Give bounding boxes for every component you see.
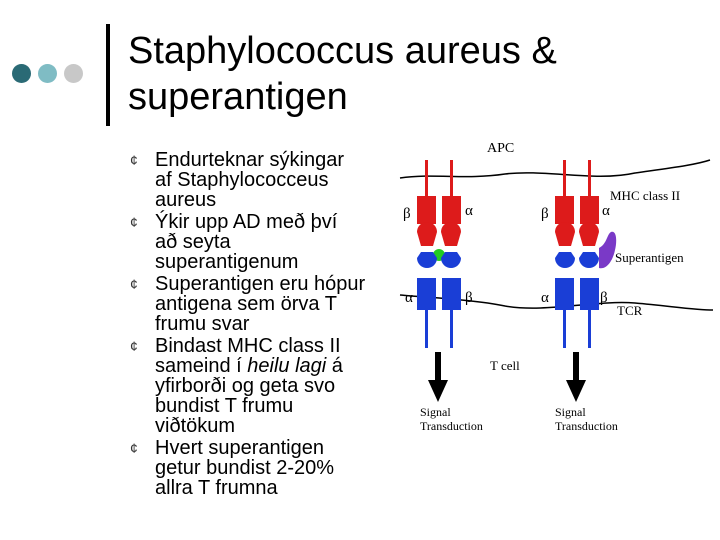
apc-label: APC: [487, 141, 514, 156]
greek-beta: β: [600, 290, 608, 306]
superantigen-shape: [599, 231, 617, 269]
bullet-line: bundist T frumu: [155, 395, 294, 417]
tcr-beta-stem: [588, 310, 591, 348]
list-item: ¢ Ýkir upp AD með því að seyta superanti…: [130, 212, 390, 272]
mhc-label: MHC class II: [610, 188, 680, 203]
tcr-alpha-stem: [563, 310, 566, 348]
signal-arrow-head: [428, 380, 448, 402]
mhc-beta-domain: [555, 196, 574, 224]
left-complex: β α α β Signal Transduction: [403, 160, 483, 433]
greek-alpha: α: [602, 203, 610, 219]
mhc-alpha-domain: [442, 196, 461, 224]
bullet-line: viðtökum: [155, 415, 236, 437]
mhc-alpha-domain: [580, 196, 599, 224]
bullet-line: frumu svar: [155, 313, 250, 335]
dot-mid: [38, 64, 57, 83]
bullet-line: yfirborði og geta svo: [155, 375, 336, 397]
mhc-alpha-top: [579, 222, 599, 246]
tcr-beta-domain: [442, 278, 461, 310]
right-complex: β α α β Signal Transduction: [541, 160, 618, 433]
superantigen-label: Superantigen: [615, 250, 684, 265]
tcr-beta-top: [579, 252, 599, 268]
mhc-alpha-stem: [450, 160, 453, 196]
list-item: ¢ Bindast MHC class II sameind í heilu l…: [130, 336, 390, 436]
list-item: ¢ Superantigen eru hópur antigena sem ör…: [130, 274, 390, 334]
bullet-line: að seyta: [155, 231, 231, 253]
mhc-beta-top: [555, 222, 575, 246]
bullet-line: antigena sem örva T: [155, 293, 337, 315]
tcr-beta-top: [441, 252, 461, 268]
bullet-line: Bindast MHC class II: [155, 335, 341, 357]
bullet-line: Endurteknar sýkingar: [155, 149, 344, 171]
mhc-beta-stem: [563, 160, 566, 196]
tcr-label: TCR: [617, 303, 643, 318]
mhc-beta-domain: [417, 196, 436, 224]
dot-light: [64, 64, 83, 83]
greek-beta: β: [465, 290, 473, 306]
greek-beta: β: [541, 206, 549, 222]
tcr-alpha-domain: [555, 278, 574, 310]
bullet-line: á: [326, 355, 343, 377]
bullet-line: Hvert superantigen: [155, 437, 324, 459]
mhc-beta-stem: [425, 160, 428, 196]
tcell-label: T cell: [490, 358, 520, 373]
mhc-beta-top: [417, 222, 437, 246]
signal-arrow-shaft: [435, 352, 441, 382]
signal-arrow-shaft: [573, 352, 579, 382]
tcr-alpha-top: [417, 252, 437, 268]
tcr-beta-stem: [450, 310, 453, 348]
bullet-icon: ¢: [130, 338, 138, 354]
bullet-line: aureus: [155, 189, 217, 211]
mhc-alpha-top: [441, 222, 461, 246]
bullet-line: superantigenum: [155, 251, 299, 273]
bullet-line: Ýkir upp AD með því: [155, 211, 338, 233]
greek-beta: β: [403, 206, 411, 222]
bullet-line-italic: heilu lagi: [247, 355, 327, 377]
bullet-list: ¢ Endurteknar sýkingar af Staphylococceu…: [130, 150, 390, 500]
greek-alpha: α: [405, 290, 413, 306]
tcr-alpha-top: [555, 252, 575, 268]
greek-alpha: α: [541, 290, 549, 306]
title-line-2: superantigen: [128, 76, 348, 118]
apc-membrane: [399, 159, 711, 179]
bullet-line: af Staphylococceus: [155, 169, 329, 191]
bullet-line: getur bundist 2-20%: [155, 457, 335, 479]
bullet-icon: ¢: [130, 214, 138, 230]
tcr-beta-domain: [580, 278, 599, 310]
greek-alpha: α: [465, 203, 473, 219]
decorative-dots: [12, 64, 102, 86]
bullet-line: Superantigen eru hópur: [155, 273, 366, 295]
title-line-1: Staphylococcus aureus &: [128, 30, 557, 72]
bullet-line: sameind í: [155, 355, 248, 377]
page-title: Staphylococcus aureus & superantigen: [128, 28, 708, 120]
bullet-icon: ¢: [130, 276, 138, 292]
signal-arrow-head: [566, 380, 586, 402]
superantigen-diagram: APC MHC class II Superantigen TCR T cell…: [399, 141, 714, 433]
dot-dark: [12, 64, 31, 83]
bullet-line: allra T frumna: [155, 477, 278, 499]
title-divider: [106, 24, 110, 126]
tcr-alpha-domain: [417, 278, 436, 310]
list-item: ¢ Hvert superantigen getur bundist 2-20%…: [130, 438, 390, 498]
mhc-alpha-stem: [588, 160, 591, 196]
tcr-alpha-stem: [425, 310, 428, 348]
bullet-icon: ¢: [130, 440, 138, 456]
signal-label-line1: Signal: [555, 405, 586, 419]
signal-label-line1: Signal: [420, 405, 451, 419]
bullet-icon: ¢: [130, 152, 138, 168]
signal-label-line2: Transduction: [555, 419, 618, 433]
list-item: ¢ Endurteknar sýkingar af Staphylococceu…: [130, 150, 390, 210]
signal-label-line2: Transduction: [420, 419, 483, 433]
